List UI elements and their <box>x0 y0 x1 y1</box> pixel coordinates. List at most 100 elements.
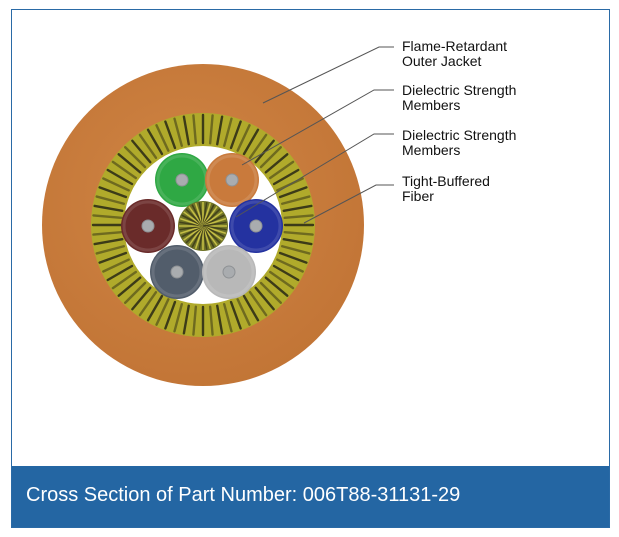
yarn-strand <box>92 230 123 236</box>
yarn-strand <box>117 153 142 174</box>
yarn-strand <box>131 286 152 311</box>
fiber-highlight <box>122 200 174 252</box>
yarn-strand <box>106 168 134 186</box>
yarn-strand <box>124 146 147 169</box>
yarn-strand <box>259 281 282 304</box>
yarn-strand <box>138 133 158 160</box>
fiber-white <box>202 245 256 299</box>
yarn-strand <box>264 276 289 297</box>
yarn-strand <box>192 114 198 145</box>
fiber-highlight <box>203 246 255 298</box>
yarn-strand <box>93 204 124 212</box>
central-strength-member <box>178 201 228 251</box>
fiber-slate <box>150 245 204 299</box>
leader-dielectric2 <box>235 133 394 218</box>
yarn-strand <box>268 270 295 290</box>
yarn-strand <box>102 258 130 273</box>
yarn-strand <box>282 238 313 246</box>
yarn-strand <box>278 251 308 264</box>
yarn-strand <box>92 214 123 220</box>
yarn-strand <box>182 304 190 335</box>
yarn-strand <box>236 298 251 326</box>
yarn-strand <box>282 204 313 212</box>
yarn-strand <box>131 139 152 164</box>
fiber-orange <box>205 153 259 207</box>
yarn-strand <box>259 146 282 169</box>
yarn-strand <box>155 298 170 326</box>
yarn-strands <box>91 113 315 337</box>
yarn-strand <box>242 128 260 156</box>
yarn-strand <box>117 276 142 297</box>
caption-bar: Cross Section of Part Number: 006T88-311… <box>12 466 609 527</box>
fiber-core <box>249 219 263 233</box>
leader-jacket <box>262 46 394 104</box>
yarn-strand <box>208 114 214 145</box>
yarn-strand <box>272 168 300 186</box>
tight-buffered-fibers <box>121 153 283 299</box>
yarn-strand <box>146 128 164 156</box>
yarn-strand <box>254 286 275 311</box>
yarn-strand <box>164 300 177 330</box>
yarn-strand <box>164 120 177 150</box>
fiber-blue <box>229 199 283 253</box>
fiber-green <box>155 153 209 207</box>
caption-text: Cross Section of Part Number: 006T88-311… <box>26 484 461 506</box>
yarn-strand <box>95 195 125 205</box>
yarn-strand <box>98 186 128 199</box>
yarn-strand <box>268 160 295 180</box>
yarn-strand <box>102 177 130 192</box>
yarn-strand <box>229 300 242 330</box>
yarn-strand <box>111 270 138 290</box>
leader-fiber <box>303 184 394 224</box>
yarn-strand <box>146 294 164 322</box>
yarn-strand <box>173 117 183 147</box>
yarn-strand <box>272 264 300 282</box>
cable-cross-section <box>42 46 394 386</box>
fiber-brown <box>121 199 175 253</box>
yarn-strand <box>106 264 134 282</box>
yarn-strand <box>278 186 308 199</box>
yarn-strand <box>248 133 268 160</box>
yarn-strand <box>223 303 233 333</box>
yarn-strand <box>229 120 242 150</box>
yarn-strand <box>281 245 311 255</box>
fiber-core <box>175 173 189 187</box>
yarn-strand <box>124 281 147 304</box>
leader-dielectric1 <box>241 89 394 166</box>
yarn-strand <box>182 115 190 146</box>
yarn-strand <box>276 258 304 273</box>
yarn-strand <box>283 214 314 220</box>
fiber-core <box>222 265 236 279</box>
yarn-strand <box>283 230 314 236</box>
central-strand <box>202 221 227 227</box>
yarn-strand <box>155 124 170 152</box>
fiber-highlight <box>206 154 258 206</box>
yarn-strand <box>216 304 224 335</box>
yarn-strand <box>138 290 158 317</box>
fiber-highlight <box>230 200 282 252</box>
fiber-highlight <box>151 246 203 298</box>
yarn-strand <box>248 290 268 317</box>
yarn-strand <box>264 153 289 174</box>
yarn-strand <box>111 160 138 180</box>
yarn-strand <box>173 303 183 333</box>
yarn-strand <box>98 251 128 264</box>
yarn-strand <box>216 115 224 146</box>
yarn-strand <box>236 124 251 152</box>
leader-lines <box>235 46 394 224</box>
yarn-strand <box>208 305 214 336</box>
yarn-strand <box>242 294 260 322</box>
yarn-strand <box>93 238 124 246</box>
yarn-strand <box>254 139 275 164</box>
yarn-strand <box>223 117 233 147</box>
yarn-strand <box>281 195 311 205</box>
fiber-core <box>170 265 184 279</box>
fiber-core <box>225 173 239 187</box>
fiber-core <box>141 219 155 233</box>
yarn-strand <box>95 245 125 255</box>
